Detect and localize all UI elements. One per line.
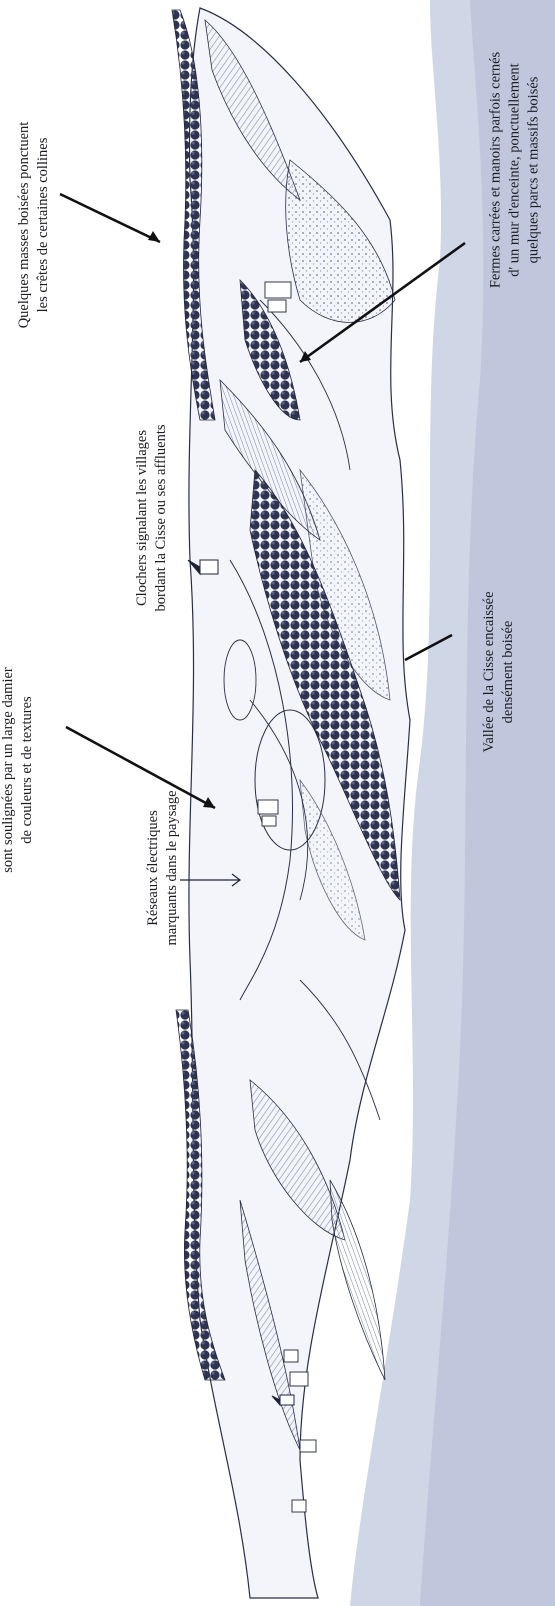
annotation-power-lines: Réseaux électriques marquants dans le pa… [144,790,182,945]
annotation-farms: Fermes carrées et manoirs parfois cernés… [487,52,544,288]
annotation-fields: sont soulignées par un large damier de c… [0,667,37,873]
annotation-valley: Vallée de la Cisse encaissée densément b… [480,591,518,752]
annotation-wooded-crests: Quelques masses boisées ponctuent les cr… [15,122,53,329]
annotation-bell-towers: Clochers signalant les villages bordant … [133,425,171,612]
